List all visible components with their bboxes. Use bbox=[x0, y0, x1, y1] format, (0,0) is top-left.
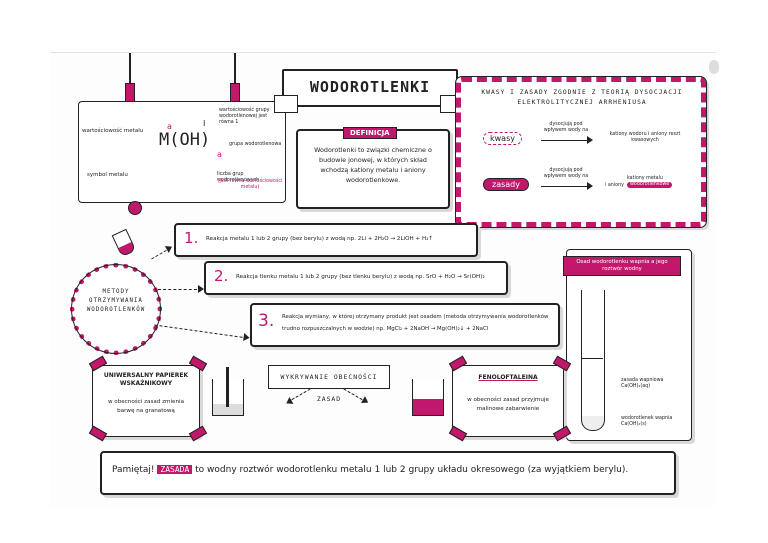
remember-text: to wodny roztwór wodorotlenku metalu 1 l… bbox=[195, 465, 629, 475]
remember-card: Pamiętaj! ZASADA to wodny roztwór wodoro… bbox=[100, 451, 676, 495]
label-group-valence: wartościowość grupy wodorotlenowej jest … bbox=[219, 108, 270, 125]
method-3-text: Reakcja wymiany, w której otrzymany prod… bbox=[282, 314, 549, 332]
acids-arrow-label: dysocjują pod wpływem wody na bbox=[543, 122, 589, 133]
panel-pin bbox=[128, 201, 142, 215]
method-2-card: 2. Reakcja tlenku metalu 1 lub 2 grupy (… bbox=[204, 261, 508, 295]
methods-badge: METODY OTRZYMYWANIA WODOROTLENKÓW bbox=[70, 263, 162, 355]
worksheet: M(OH) a I a wartościowość metalu wartośc… bbox=[50, 52, 716, 507]
definition-text: Wodorotlenki to związki chemiczne o budo… bbox=[314, 146, 432, 184]
remember-highlight: ZASADA bbox=[157, 465, 193, 474]
tube-label-solution: zasada wapniowa Ca(OH)₂(aq) bbox=[621, 378, 664, 389]
theory-title-1: KWASY I ZASADY ZGODNIE Z TEORIĄ DYSOCJAC… bbox=[481, 89, 683, 96]
formula: M(OH) bbox=[159, 130, 211, 150]
label-metal-valence: wartościowość metalu bbox=[82, 128, 144, 134]
label-count: liczba grup wodorotlenowych bbox=[217, 172, 260, 183]
detect-title: WYKRYWANIE OBECNOŚCI ZASAD bbox=[280, 373, 378, 403]
test-tube bbox=[581, 290, 605, 431]
phenol-text: w obecności zasad przyjmuje malinowe zab… bbox=[467, 397, 549, 412]
scroll-up-button[interactable] bbox=[709, 60, 719, 74]
bases-arrow-label: dysocjują pod wpływem wody na bbox=[543, 168, 589, 179]
remember-prefix: Pamiętaj! bbox=[112, 465, 155, 475]
label-count-note: (jest równa wartościowości metalu) bbox=[217, 179, 283, 190]
phenolphthalein-card: FENOLOFTALEINA w obecności zasad przyjmu… bbox=[452, 365, 564, 437]
bases-arrow bbox=[541, 182, 593, 190]
label-hydroxyl: grupa wodorotlenowa bbox=[229, 142, 282, 147]
phenol-title: FENOLOFTALEINA bbox=[478, 374, 538, 381]
definition-card: DEFINICJA Wodorotlenki to związki chemic… bbox=[296, 127, 450, 209]
method-1-number: 1. bbox=[184, 229, 199, 247]
theory-title-2: ELEKTROLITYCZNEJ ARRHENIUSA bbox=[517, 99, 647, 106]
method-1-card: 1. Reakcja metalu 1 lub 2 grupy (bez ber… bbox=[174, 223, 478, 257]
page-title: WODOROTLENKI bbox=[309, 78, 431, 96]
label-symbol: symbol metalu bbox=[87, 172, 128, 178]
group-valence-mark: I bbox=[203, 119, 206, 128]
methods-title: METODY OTRZYMYWANIA WODOROTLENKÓW bbox=[86, 289, 146, 313]
metal-valence-mark: a bbox=[167, 122, 172, 131]
method-1-text: Reakcja metalu 1 lub 2 grupy (bez berylu… bbox=[206, 236, 434, 242]
method-2-number: 2. bbox=[214, 267, 229, 285]
bases-result-1: kationy metalu bbox=[626, 176, 663, 181]
paper-title: UNIWERSALNY PAPIEREK WSKAŹNIKOWY bbox=[103, 372, 189, 387]
bases-label: zasady bbox=[483, 178, 529, 191]
beaker-phenolphthalein bbox=[412, 379, 444, 416]
method-2-text: Reakcja tlenku metalu 1 lub 2 grupy (bez… bbox=[236, 274, 485, 280]
method-3-number: 3. bbox=[258, 311, 275, 331]
title-banner: WODOROTLENKI bbox=[282, 69, 458, 107]
acids-arrow bbox=[541, 136, 593, 144]
bases-result-highlight: wodorotlenkowe bbox=[627, 182, 673, 188]
method-3-card: 3. Reakcja wymiany, w której otrzymany p… bbox=[250, 303, 560, 347]
tube-card: Osad wodorotlenku wapnia a jego roztwór … bbox=[563, 249, 692, 441]
theory-card: KWASY I ZASADY ZGODNIE Z TEORIĄ DYSOCJAC… bbox=[455, 76, 707, 228]
detect-banner: WYKRYWANIE OBECNOŚCI ZASAD bbox=[268, 365, 390, 403]
tube-label-precipitate: wodorotlenek wapnia Ca(OH)₂(s) bbox=[621, 416, 673, 427]
hydroxyl-count-mark: a bbox=[217, 150, 222, 159]
formula-panel: M(OH) a I a wartościowość metalu wartośc… bbox=[78, 101, 286, 203]
acids-label: kwasy bbox=[483, 132, 522, 145]
definition-heading: DEFINICJA bbox=[343, 127, 397, 139]
paper-text: w obecności zasad zmienia barwę na grana… bbox=[107, 399, 185, 414]
tube-caption: Osad wodorotlenku wapnia a jego roztwór … bbox=[563, 256, 681, 276]
indicator-paper-card: UNIWERSALNY PAPIEREK WSKAŹNIKOWY w obecn… bbox=[92, 365, 200, 437]
acids-result: kationy wodoru i aniony reszt kwasowych bbox=[609, 132, 681, 143]
test-tube-icon bbox=[111, 228, 137, 258]
bases-result-2: i aniony bbox=[605, 183, 624, 188]
